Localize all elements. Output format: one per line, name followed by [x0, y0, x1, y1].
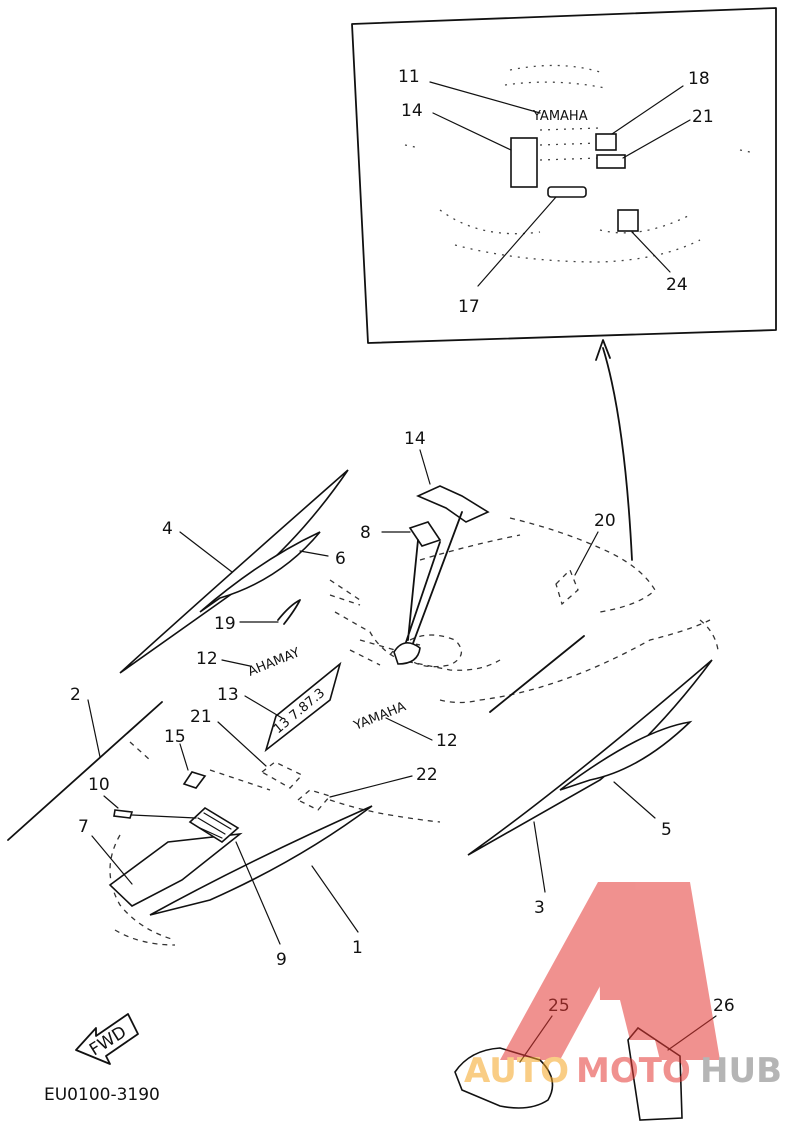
label-15: 14: [404, 429, 426, 449]
label-13: 13: [217, 685, 239, 705]
logo-12-left: AHAMAY: [246, 645, 302, 679]
part-3-5-stripe: 3 5: [467, 635, 713, 918]
decal-17: [547, 186, 587, 198]
inset-pointer-arrow: [595, 339, 633, 561]
label-11: 11: [398, 67, 420, 87]
label-12-left: 12: [196, 649, 218, 669]
decal-18: [595, 133, 617, 151]
automotohub-watermark: AUTO MOTO HUB: [464, 882, 782, 1091]
label-12-right: 12: [436, 731, 458, 751]
label-6: 6: [335, 549, 346, 569]
part-22-23-outlines: 21 22: [190, 707, 438, 811]
watermark-hub: HUB: [700, 1051, 782, 1091]
watermark-auto: AUTO: [464, 1051, 569, 1091]
label-18: 18: [688, 69, 710, 89]
part-2-trim: 2: [7, 685, 163, 841]
label-2: 2: [70, 685, 81, 705]
label-22: 21: [190, 707, 212, 727]
part-8-15-decals: 8 14: [360, 429, 490, 665]
part-13-decal: 13 7.87.3 13: [217, 661, 342, 753]
fwd-arrow: FWD: [75, 1013, 139, 1065]
label-3: 3: [534, 898, 545, 918]
label-7: 7: [78, 817, 89, 837]
decal-13-code: 13 7.87.3: [271, 686, 328, 737]
decal-14: [510, 137, 538, 188]
label-20: 20: [594, 511, 616, 531]
label-9: 9: [276, 950, 287, 970]
part-16-decal: 15: [164, 727, 207, 789]
label-8: 8: [360, 523, 371, 543]
part-19-hook: 19: [214, 599, 301, 634]
drawing-code: EU0100-3190: [44, 1085, 160, 1105]
decal-21: [596, 154, 626, 169]
logo-12-right: YAMAHA: [351, 699, 408, 734]
label-1: 1: [352, 938, 363, 958]
label-10: 10: [88, 775, 110, 795]
label-17: 17: [458, 297, 480, 317]
label-21: 21: [692, 107, 714, 127]
label-16: 15: [164, 727, 186, 747]
part-9-10-badges: 10 9: [88, 775, 287, 970]
label-23: 22: [416, 765, 438, 785]
decal-24: [617, 209, 639, 232]
label-24: 24: [666, 275, 688, 295]
watermark-moto: MOTO: [576, 1051, 691, 1091]
part-4-6-stripe: 4 6: [119, 469, 349, 674]
label-5: 5: [661, 820, 672, 840]
label-26: 26: [713, 996, 735, 1016]
label-4: 4: [162, 519, 173, 539]
label-19: 19: [214, 614, 236, 634]
inset-hood-view: YAMAHA 11 14 18 21 17 24: [351, 7, 777, 344]
part-20-outline: 20: [555, 511, 616, 606]
part-1-decal: 1: [149, 805, 373, 958]
part-7-decal: 7: [78, 817, 243, 907]
label-14: 14: [401, 101, 423, 121]
inset-yamaha-logo: YAMAHA: [532, 109, 588, 124]
